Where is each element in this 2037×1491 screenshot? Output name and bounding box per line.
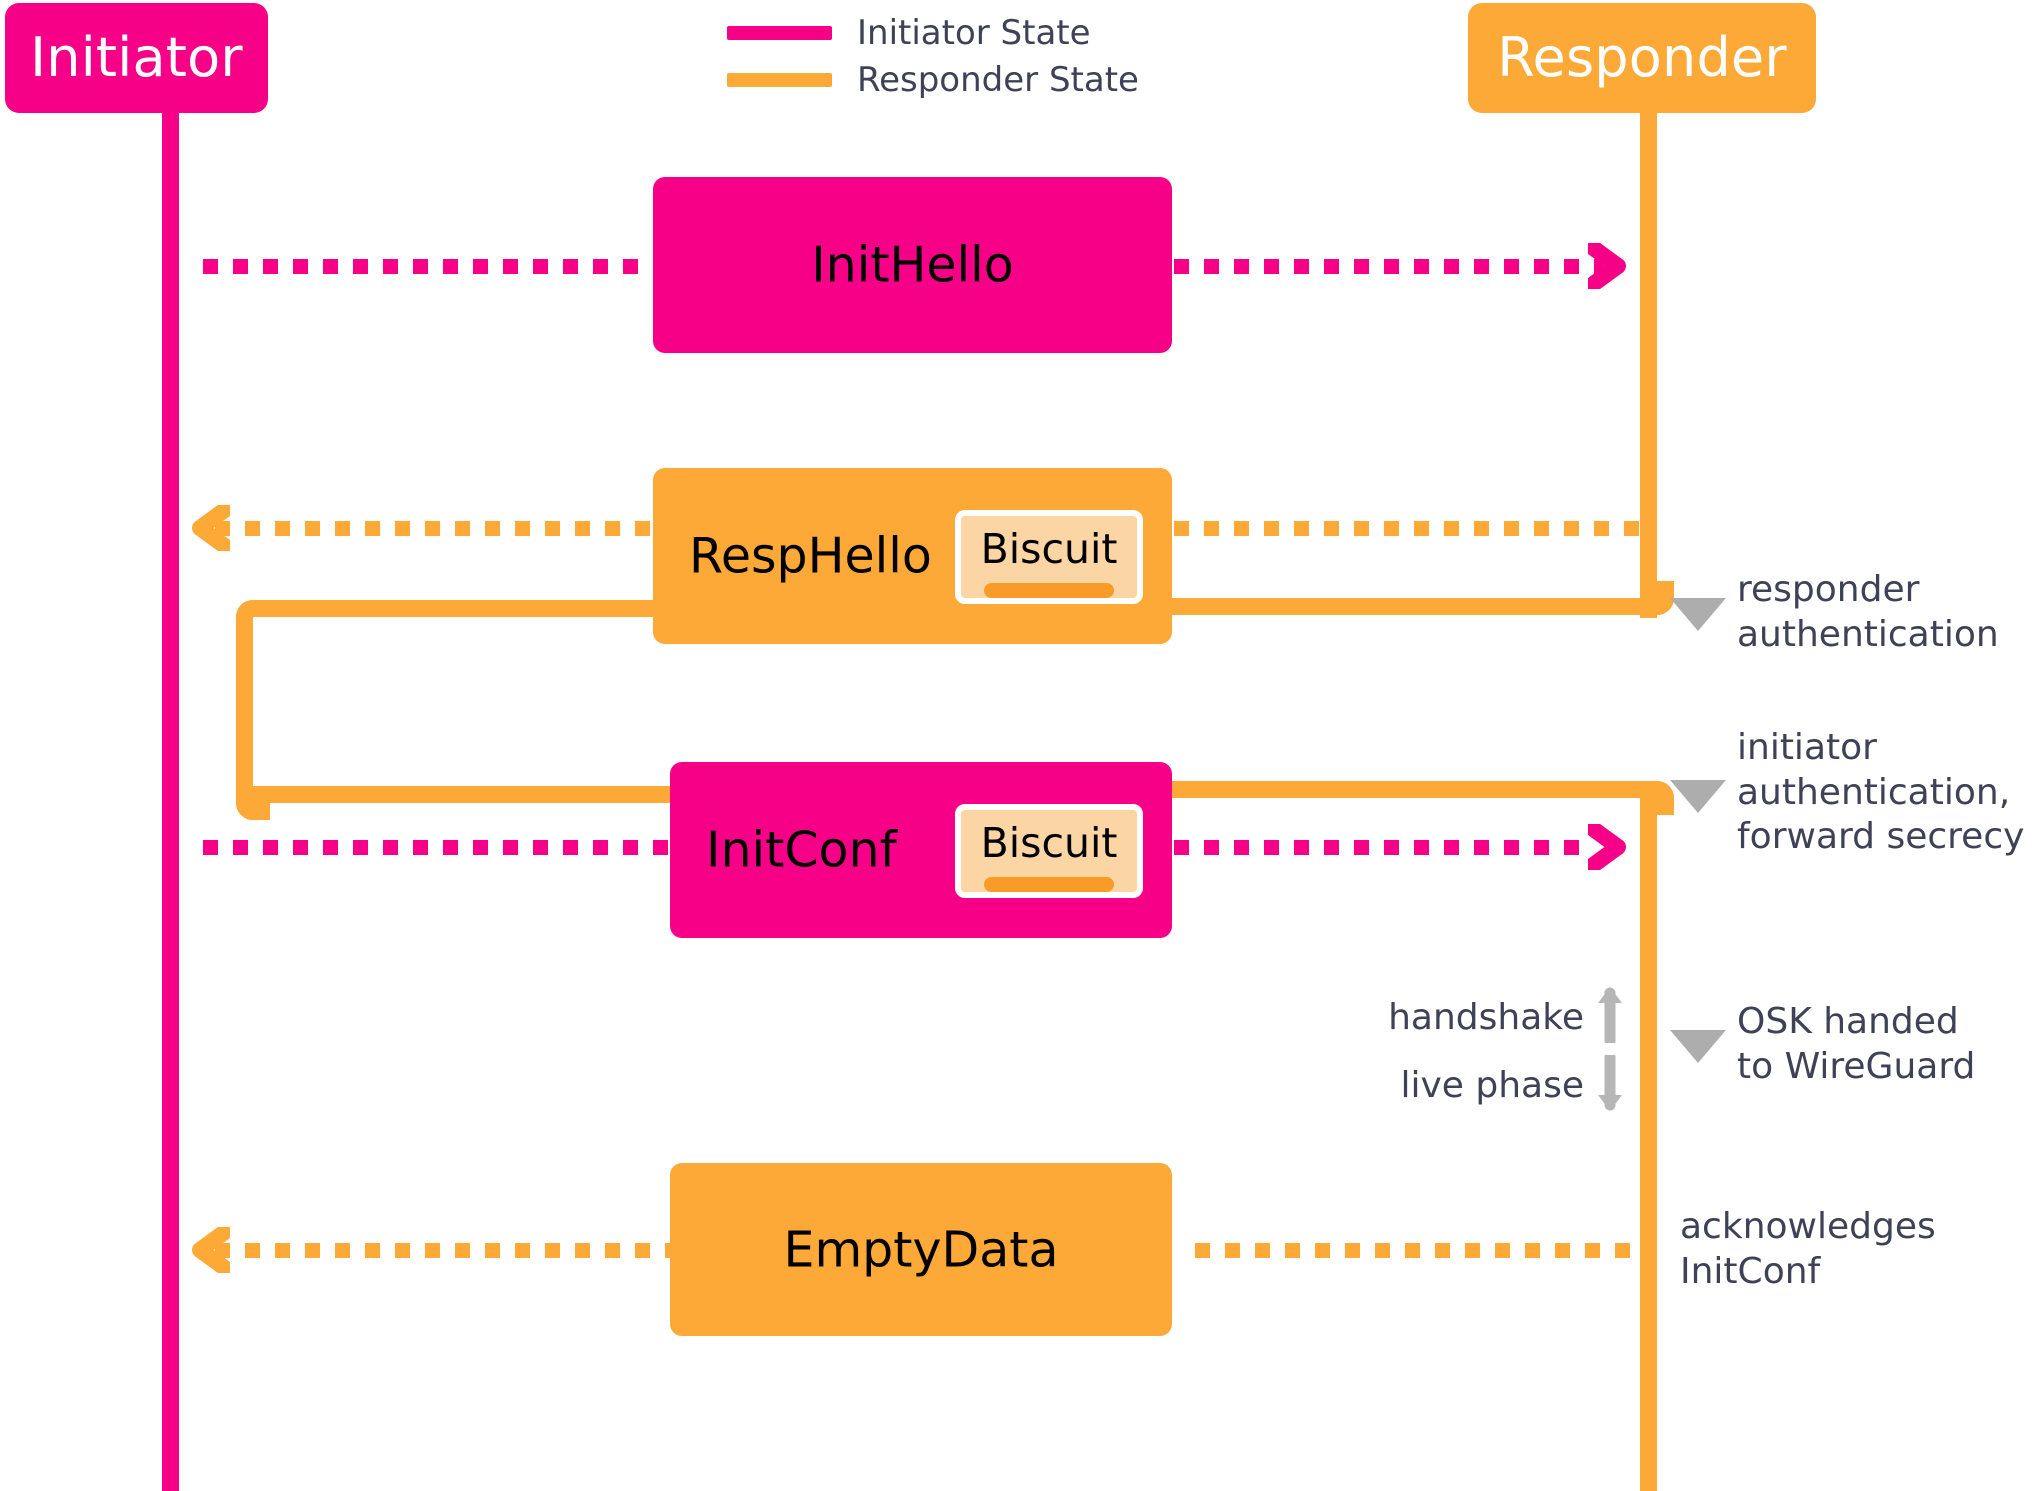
resphello-dash-left xyxy=(215,521,655,536)
init-state-segment-right xyxy=(1172,781,1640,798)
triangle-down-icon-osk-handed xyxy=(1670,1030,1726,1063)
phase-live-phase-text: live phase xyxy=(1400,1065,1584,1106)
actor-initiator-label: Initiator xyxy=(30,26,243,89)
message-label-resphello: RespHello xyxy=(689,527,932,585)
initiator-state-swatch xyxy=(727,25,832,40)
initconf-dash-right xyxy=(1174,840,1588,855)
triangle-down-icon-initiator-auth xyxy=(1670,780,1726,813)
annotation-osk-handed: OSK handed to WireGuard xyxy=(1737,1001,1976,1087)
resp-state-segment-vertical xyxy=(236,630,253,790)
annotation-initiator-authentication: initiator authentication, forward secrec… xyxy=(1737,727,2025,858)
biscuit-label-initconf: Biscuit xyxy=(980,819,1118,867)
actor-responder-label: Responder xyxy=(1497,26,1787,89)
biscuit-bar-icon xyxy=(983,877,1115,892)
resp-state-corner-upper-left xyxy=(236,600,270,634)
message-label-initconf: InitConf xyxy=(706,821,897,879)
responder-state-swatch xyxy=(727,72,832,87)
resp-state-segment-right xyxy=(1172,598,1640,615)
annotation-responder-authentication: responder authentication xyxy=(1737,569,1999,655)
emptydata-dash-right xyxy=(1195,1243,1640,1258)
triangle-down-icon-responder-auth xyxy=(1670,598,1726,631)
responder-lifeline-lower xyxy=(1640,790,1657,1491)
arrow-up-icon xyxy=(1598,987,1622,1043)
message-label-inithello: InitHello xyxy=(811,236,1014,294)
emptydata-dash-left xyxy=(215,1243,671,1258)
phase-label-live-phase: live phase xyxy=(1184,1068,1584,1104)
phase-handshake-text: handshake xyxy=(1388,997,1584,1038)
initconf-arrowhead-icon xyxy=(1588,824,1626,870)
resphello-arrowhead-icon xyxy=(192,505,230,551)
resp-state-corner-lower-left xyxy=(236,786,270,820)
phase-label-handshake: handshake xyxy=(1184,1000,1584,1036)
biscuit-bar-icon xyxy=(983,583,1115,598)
biscuit-token-resphello[interactable]: Biscuit xyxy=(955,510,1143,604)
legend-item-responder-state: Responder State xyxy=(727,56,1139,103)
message-box-initconf[interactable]: InitConf Biscuit xyxy=(670,762,1172,938)
actor-responder[interactable]: Responder xyxy=(1468,3,1816,113)
inithello-arrowhead-icon xyxy=(1588,243,1626,289)
message-label-emptydata: EmptyData xyxy=(783,1221,1059,1278)
biscuit-token-initconf[interactable]: Biscuit xyxy=(955,804,1143,898)
legend-label-responder-state: Responder State xyxy=(857,59,1139,100)
resp-state-corner-right xyxy=(1640,581,1674,615)
message-box-emptydata[interactable]: EmptyData xyxy=(670,1163,1172,1336)
message-box-inithello[interactable]: InitHello xyxy=(653,177,1172,353)
resp-state-segment-top-left xyxy=(253,600,655,617)
legend-label-initiator-state: Initiator State xyxy=(857,12,1091,53)
init-state-corner-right xyxy=(1640,781,1674,815)
legend: Initiator State Responder State xyxy=(727,9,1139,103)
actor-initiator[interactable]: Initiator xyxy=(5,3,268,113)
responder-lifeline-upper xyxy=(1640,88,1657,618)
resp-state-segment-bottom-left xyxy=(253,786,671,803)
arrow-down-icon xyxy=(1598,1055,1622,1111)
message-box-resphello[interactable]: RespHello Biscuit xyxy=(653,468,1172,644)
initiator-lifeline xyxy=(162,88,179,1491)
annotation-acknowledges-initconf: acknowledges InitConf xyxy=(1680,1206,1936,1292)
inithello-dash-right xyxy=(1174,259,1604,274)
emptydata-arrowhead-icon xyxy=(192,1227,230,1273)
inithello-dash-left xyxy=(203,259,655,274)
biscuit-label-resphello: Biscuit xyxy=(980,525,1118,573)
legend-item-initiator-state: Initiator State xyxy=(727,9,1139,56)
initconf-dash-left xyxy=(203,840,671,855)
resphello-dash-right xyxy=(1174,521,1640,536)
